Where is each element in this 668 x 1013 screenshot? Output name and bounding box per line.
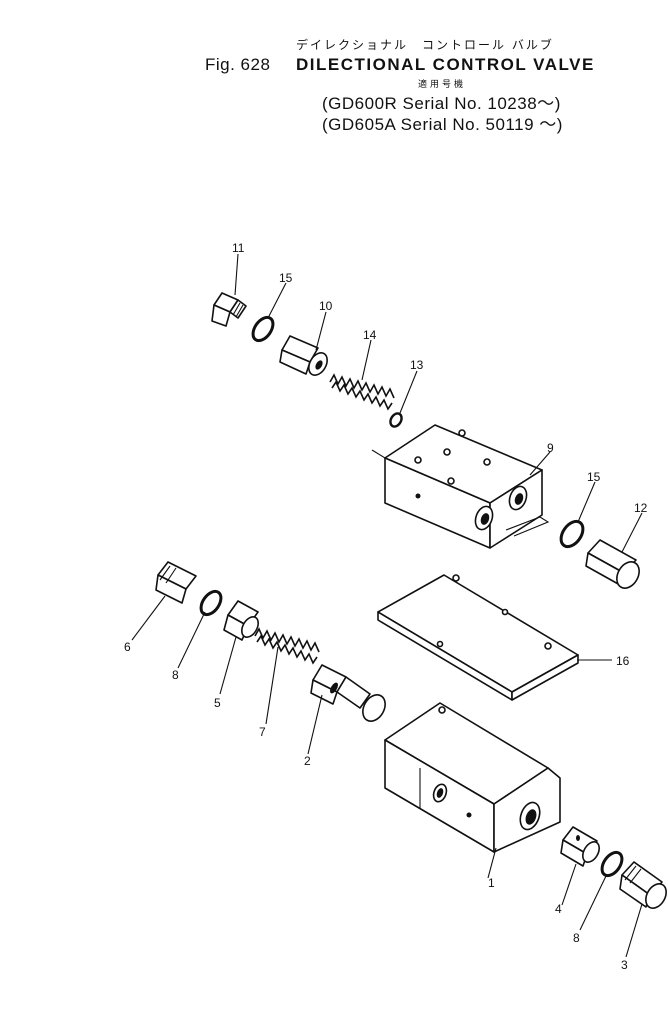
part-13-ring	[389, 412, 403, 428]
label-part-5: 5	[214, 696, 221, 710]
part-11-plug	[211, 292, 247, 327]
label-part-9: 9	[547, 441, 554, 455]
part-14-spring-upper	[329, 373, 395, 411]
serial-gd605a: (GD605A Serial No. 50119 ～)	[322, 115, 563, 134]
label-part-1: 1	[488, 876, 495, 890]
label-part-7: 7	[259, 725, 266, 739]
label-part-11: 11	[232, 241, 245, 255]
part-15-o-ring-upper	[251, 315, 275, 343]
part-5-sleeve	[223, 600, 259, 641]
part-8-o-ring-left	[199, 589, 223, 617]
figure-title: DILECTIONAL CONTROL VALVE	[296, 55, 595, 74]
serial-gd600r-text: GD600R Serial No. 10238～	[328, 94, 555, 113]
part-9-valve-body	[371, 424, 550, 549]
label-part-4: 4	[555, 902, 562, 916]
part-8-o-ring-right	[600, 850, 624, 878]
label-part-15-upper: 15	[279, 271, 293, 285]
label-part-16: 16	[616, 654, 630, 668]
label-part-3: 3	[621, 958, 628, 972]
part-16-gasket-plate	[377, 574, 579, 701]
part-15-o-ring-right	[559, 519, 585, 549]
label-part-15-right: 15	[587, 470, 601, 484]
leader-lines	[131, 253, 643, 958]
label-part-13: 13	[410, 358, 424, 372]
figure-header: デイレクショナル コントロール バルブ Fig. 628 DILECTIONAL…	[0, 0, 668, 140]
part-4-collar	[560, 826, 600, 867]
label-part-8-left: 8	[172, 668, 179, 682]
serial-gd600r: (GD600R Serial No. 10238～)	[322, 94, 561, 113]
label-part-2: 2	[304, 754, 311, 768]
part-2-spool	[310, 664, 386, 722]
part-10-spool-end	[279, 335, 328, 376]
label-part-10: 10	[319, 299, 333, 313]
label-part-12: 12	[634, 501, 648, 515]
part-3-plug	[619, 861, 667, 909]
label-part-6: 6	[124, 640, 131, 654]
serial-gd605a-text: GD605A Serial No. 50119 ～	[328, 115, 557, 134]
part-6-plug	[155, 561, 197, 604]
applicable-label: 適用号機	[418, 80, 467, 90]
part-1-valve-body	[384, 702, 561, 853]
part-7-spring-lower	[254, 627, 320, 665]
kana-title: デイレクショナル コントロール バルブ	[296, 38, 554, 52]
label-part-14: 14	[363, 328, 377, 342]
label-part-8-right: 8	[573, 931, 580, 945]
figure-number: Fig. 628	[205, 55, 271, 74]
part-labels: 1 2 3 4 5 6 7 8 8 9 10 11 12 13 14 15 15…	[124, 241, 648, 972]
part-12-plug	[585, 539, 640, 589]
